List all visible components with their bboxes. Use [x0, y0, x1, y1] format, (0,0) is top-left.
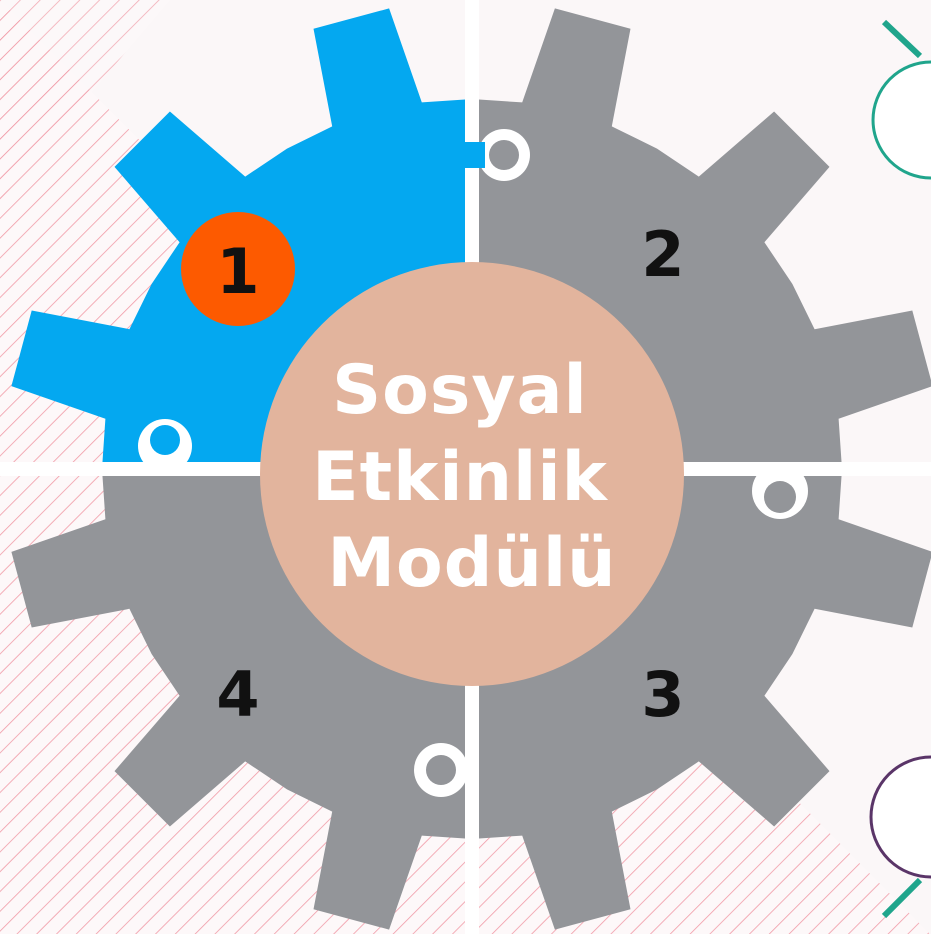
center-title-line-3: Modülü: [327, 524, 616, 603]
segment-1-badge: [181, 212, 295, 326]
decor-connector-bottom: [881, 877, 923, 919]
segment-1-number: 1: [216, 235, 259, 308]
puzzle-tabs: [138, 129, 808, 797]
decor-connector-top: [881, 19, 923, 59]
center-title-line-2: Etkinlik: [312, 438, 609, 517]
decor-circle-top: [871, 19, 931, 180]
segment-2-number: 2: [641, 218, 684, 291]
striped-backdrop-top: [0, 0, 170, 200]
segment-3-number: 3: [641, 658, 684, 731]
center-circle: [260, 262, 684, 686]
center-title-line-1: Sosyal: [332, 351, 588, 430]
decor-circle-bottom: [869, 755, 931, 919]
segment-4-number: 4: [216, 658, 259, 731]
